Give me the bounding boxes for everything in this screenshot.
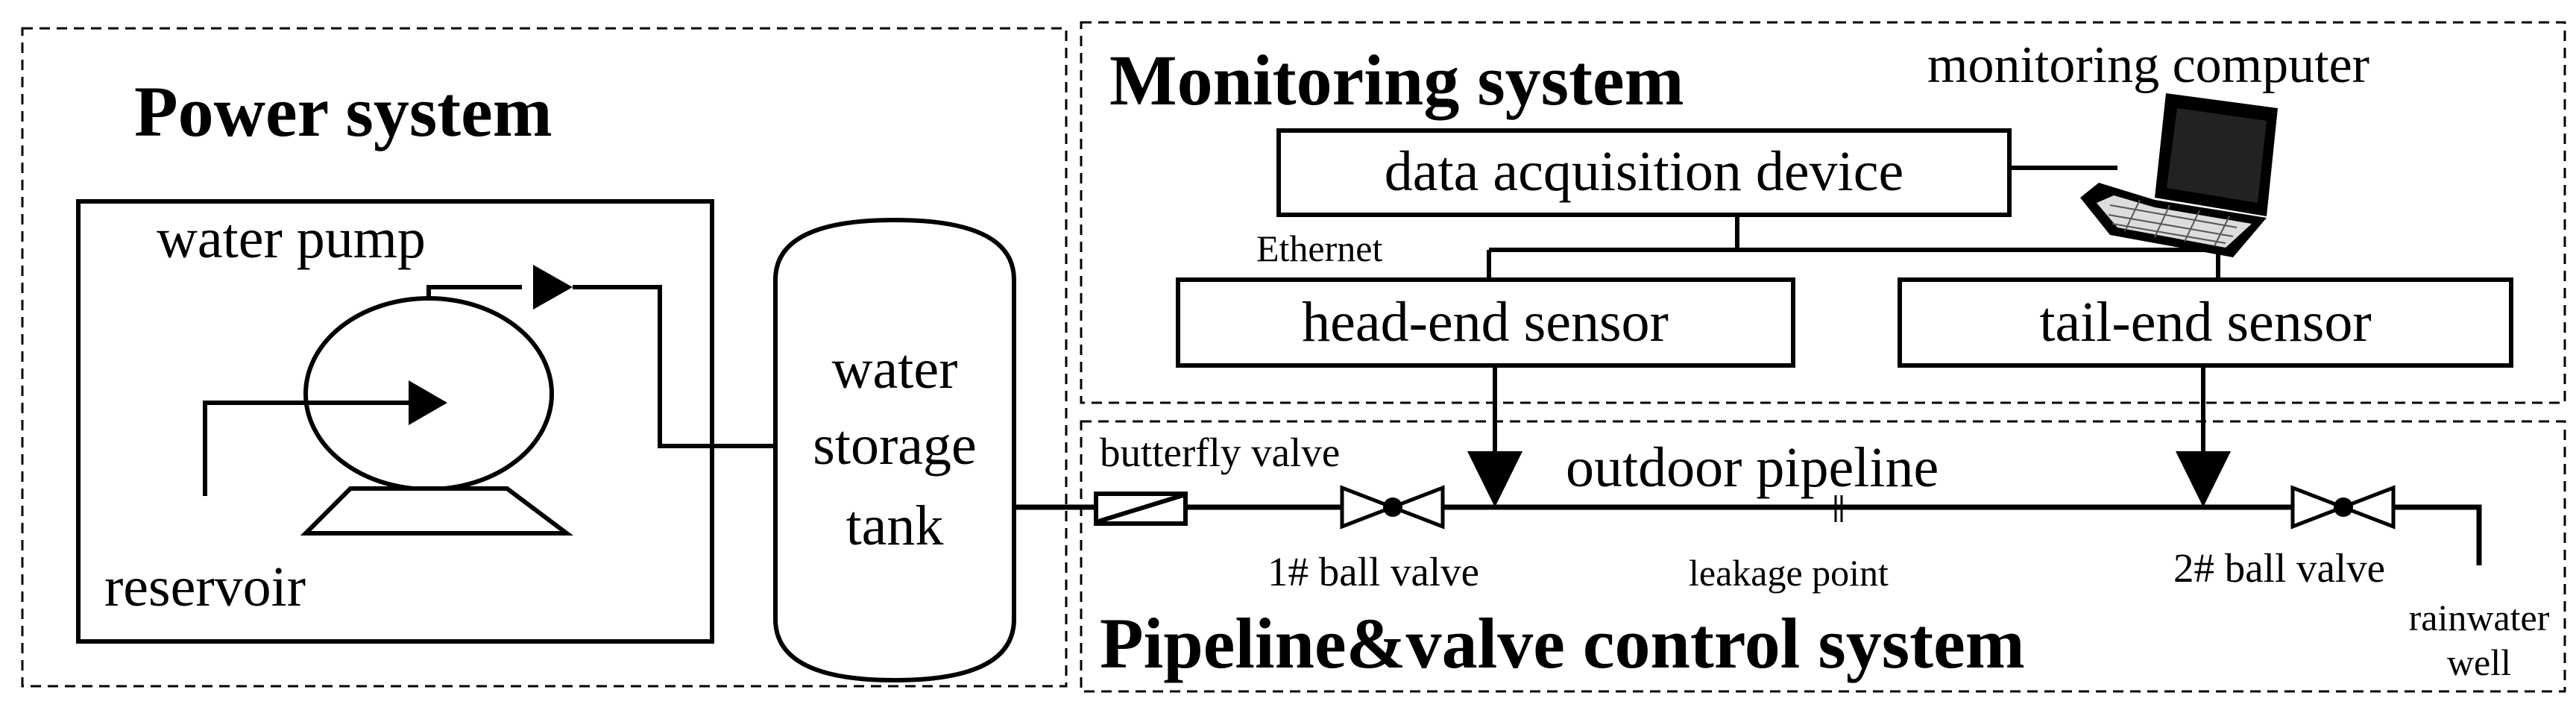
tail-end-sensor-label: tail-end sensor	[2039, 291, 2371, 354]
head-end-sensor-label: head-end sensor	[1302, 291, 1669, 354]
outdoor-pipeline	[1014, 504, 2482, 565]
ball-valve-1-icon	[1340, 485, 1445, 530]
data-acquisition-box	[1276, 128, 2012, 217]
leakage-point-marker	[1834, 495, 1843, 522]
rainwater-well-label-line1: rainwater	[2409, 597, 2550, 638]
pipeline-system-title: Pipeline&valve control system	[1100, 603, 2025, 683]
leakage-point-label: leakage point	[1689, 552, 1889, 594]
tail-end-sensor-arrow	[2176, 365, 2231, 507]
reservoir-label: reservoir	[104, 556, 306, 618]
monitoring-computer-label: monitoring computer	[1927, 37, 2369, 94]
head-end-sensor-arrow	[1467, 365, 1522, 507]
power-system-frame	[21, 27, 1068, 688]
tank-label-line3: tank	[846, 494, 944, 557]
water-pump-label: water pump	[157, 207, 426, 270]
power-system-title: Power system	[134, 72, 552, 151]
tank-label-line2: storage	[813, 414, 976, 477]
ball-valve-2-icon	[2290, 485, 2396, 530]
pump-enclosure	[76, 199, 714, 644]
tank-label-line1: water	[832, 338, 958, 401]
ball-valve-1-label: 1# ball valve	[1267, 549, 1479, 594]
ball-valve-2-label: 2# ball valve	[2173, 545, 2385, 591]
outdoor-pipeline-label: outdoor pipeline	[1566, 436, 1939, 499]
head-end-sensor-box	[1176, 277, 1795, 368]
pipeline-system-frame	[1080, 420, 2566, 693]
laptop-icon	[2080, 93, 2278, 257]
monitoring-system-title: Monitoring system	[1109, 40, 1684, 120]
storage-tank-icon	[773, 217, 1016, 683]
butterfly-valve-label: butterfly valve	[1100, 430, 1340, 475]
data-acquisition-label: data acquisition device	[1385, 140, 1903, 203]
monitoring-system-frame	[1080, 21, 2566, 404]
ethernet-label: Ethernet	[1256, 227, 1382, 269]
water-pump-icon	[203, 265, 775, 536]
rainwater-well-label-line2: well	[2447, 641, 2511, 683]
ethernet-bus	[1487, 215, 2220, 280]
butterfly-valve-icon	[1094, 492, 1188, 526]
